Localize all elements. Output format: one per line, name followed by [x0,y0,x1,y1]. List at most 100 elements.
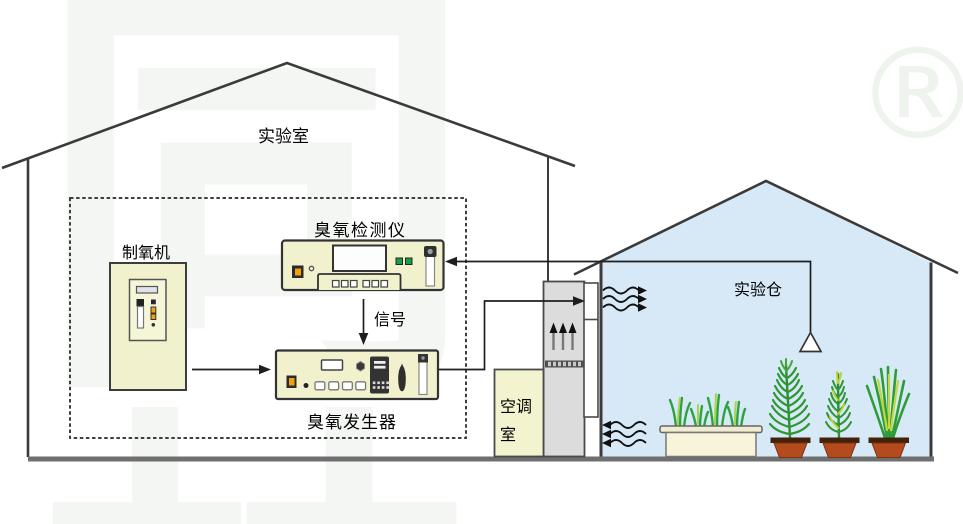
label-signal: 信号 [374,310,407,329]
plant-2-foliage-part-3 [837,421,852,433]
potted-plant-1-part-1 [773,442,808,458]
planter-seedlings-part-1 [668,398,678,429]
plant-3-foliage-part-9 [889,379,900,432]
plant-3-foliage-part-3 [879,367,890,440]
potted-plant-3-part-1 [871,442,907,458]
generator-keypad-dots-part-1 [372,381,376,385]
pot-1-rim [770,437,811,443]
ozone-detector-part-4 [395,257,403,265]
detector-keypad-buttons-part-6 [380,279,389,288]
generator-keypad-bar-1 [374,361,386,364]
generator-column-cap-dot [421,356,425,360]
plant-1-foliage-part-2 [768,422,791,436]
plant-1-foliage-part-15 [786,378,801,394]
supply-airflow-arrowheads [638,286,647,312]
planter-seedlings-part-16 [734,401,737,425]
ozone-feed-arrowhead-icon [573,296,585,306]
plant-1-foliage-part-8 [771,398,791,415]
supply-airflow-waves-part-2 [602,295,640,303]
sampling-line-part-1 [451,260,812,333]
oxygen-machine-dot [151,323,156,327]
plant-1-foliage-part-16 [776,372,789,387]
plant-2-foliage-part-8 [828,398,839,412]
seedling-planter-part-1 [659,425,763,434]
return-airflow-arrowheads-part-2 [602,429,611,439]
ozone-generator-part-4 [398,363,406,392]
label-ozone-detector: 臭氧检测仪 [314,221,407,241]
plant-1-foliage-part-11 [787,391,805,408]
plant-1-foliage-part-4 [768,412,791,429]
chamber-house-part-2 [573,179,959,276]
sampling-arrowhead-icon [445,256,457,267]
label-laboratory: 实验室 [258,127,309,147]
supply-airflow-waves-part-1 [602,286,640,295]
ozone-generator-part-3 [356,360,365,372]
potted-plant-3 [865,365,911,458]
generator-keypad-dots-part-3 [372,386,376,389]
planter-seedlings-part-7 [706,396,715,429]
ozone-feed-line-part-1 [438,300,578,371]
up-airflow-arrowheads [549,322,577,333]
plant-2-foliage-part-7 [837,405,850,419]
supply-airflow-arrowheads-part-1 [638,286,647,295]
plant-2-foliage-part-11 [837,392,846,405]
label-ozone-generator: 臭氧发生器 [307,413,397,433]
up-airflow-arrowheads-part-2 [559,322,567,333]
ozone-generator-part-1 [274,349,440,401]
planter-seedlings-part-5 [698,404,704,429]
plant-2-foliage-part-6 [827,405,840,419]
oxygen-machine [109,262,187,391]
up-airflow-arrowheads-part-3 [568,322,577,333]
detector-keypad-buttons-part-4 [362,279,371,288]
oxygen-machine-part-5 [150,306,157,314]
plant-1-foliage-part-5 [788,412,811,429]
return-airflow-waves-icon [609,421,647,447]
return-airflow-arrowheads-part-1 [602,420,611,430]
return-airflow-waves-part-2 [609,430,647,438]
generator-buttons-part-1 [314,381,326,391]
planter-seedlings-part-11 [735,400,741,429]
detector-keypad-buttons [331,279,389,288]
plant-1-foliage-part-7 [787,404,809,422]
plant-2-foliage-part-5 [837,412,851,426]
plant-3-foliage-part-2 [872,375,889,440]
plant-3-foliage-part-7 [891,392,911,440]
return-airflow-arrowheads-part-3 [602,438,611,448]
oxygen-machine-slider-knob [136,299,144,307]
label-ac-room-line2: 室 [500,425,517,444]
up-airflow-arrowheads-part-1 [549,322,558,333]
plant-3-foliage-part-8 [876,378,889,432]
plant-2-foliage-part-2 [825,421,840,433]
plant-1-foliage-part-13 [786,384,804,401]
plant-3-foliage-part-6 [890,379,906,440]
up-airflow-arrows-icon [552,331,574,350]
plant-3-foliage [865,365,911,440]
label-ac-room: 空调 室 [500,393,532,449]
oxygen-machine-dark-button [151,299,156,305]
plant-3-foliage-part-5 [888,368,898,440]
laboratory-house-part-1 [1,61,576,170]
return-airflow-waves-part-1 [609,421,647,429]
ozone-detector-part-2 [308,265,315,272]
plant-1-foliage-part-10 [772,391,790,408]
oxygen-line [192,364,271,375]
label-ac-room-line1: 空调 [500,397,533,416]
plant-3-foliage-part-1 [865,384,887,440]
detector-keypad-buttons-part-3 [349,279,358,288]
chamber-house-part-1 [601,181,931,457]
grille-slats-part-4 [578,361,581,367]
sampling-line [445,256,823,353]
ozone-detector [280,239,445,292]
planter-seedlings-part-13 [677,397,681,425]
planter-seedlings-part-2 [678,396,684,429]
planter-seedlings-part-9 [720,400,730,429]
generator-keypad-dots-part-2 [381,381,385,385]
oxygen-machine-part-6 [150,313,157,320]
potted-plant-1 [768,358,811,458]
label-chamber: 实验仓 [734,280,783,299]
ozone-detector-part-7 [317,273,402,290]
ozone-generator-part-2 [320,359,344,371]
plant-1-foliage-part-3 [788,422,811,436]
return-airflow-arrowheads [602,420,611,448]
